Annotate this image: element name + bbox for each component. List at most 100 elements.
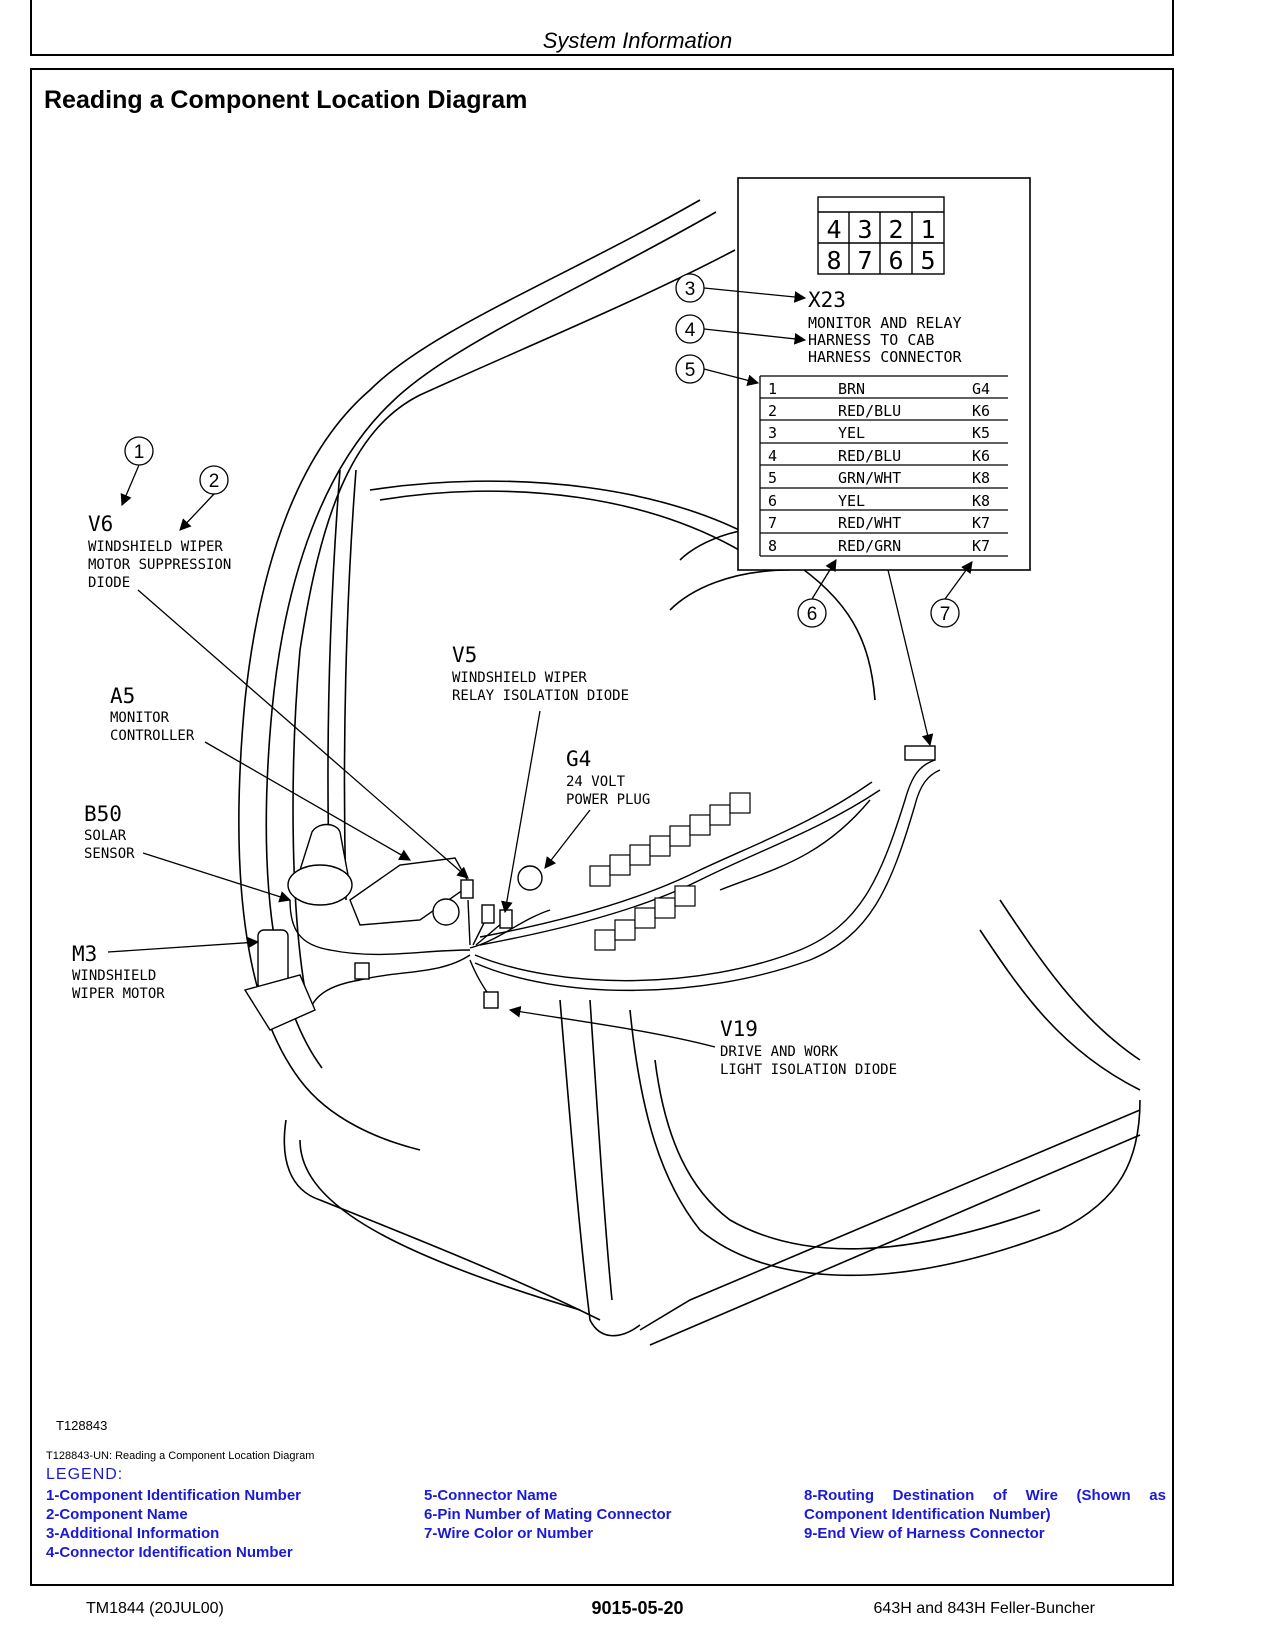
pin-number: 3 (768, 424, 777, 442)
callout-number: 4 (685, 320, 696, 341)
component-name-line: WINDSHIELD (72, 968, 156, 984)
footer-manual-id: TM1844 (20JUL00) (86, 1600, 224, 1617)
solar-sensor-base (287, 864, 353, 906)
legend-column-2: 5-Connector Name 6-Pin Number of Mating … (424, 1486, 804, 1562)
section-title: System Information (542, 28, 733, 53)
callout-number: 1 (134, 442, 145, 463)
pin-wire: RED/GRN (838, 537, 901, 555)
legend-item: 6-Pin Number of Mating Connector (424, 1506, 672, 1523)
component-name-line: RELAY ISOLATION DIODE (452, 688, 629, 704)
legend-column-1: 1-Component Identification Number 2-Comp… (46, 1486, 424, 1562)
component-id: V6 (88, 512, 113, 536)
connector-end-view (817, 196, 945, 275)
pin-dest: K7 (972, 514, 990, 532)
pin-dest: K8 (972, 469, 990, 487)
pin-label: 2 (888, 215, 903, 244)
callout-number: 2 (209, 471, 220, 492)
component-name-line: CONTROLLER (110, 728, 195, 744)
pin-wire: RED/BLU (838, 402, 901, 420)
v6-diode-shape (354, 962, 370, 980)
pin-number: 7 (768, 514, 777, 532)
connector-desc-line: MONITOR AND RELAY (808, 314, 962, 332)
component-name-line: WINDSHIELD WIPER (452, 670, 587, 686)
pin-number: 1 (768, 380, 777, 398)
component-id: B50 (84, 802, 122, 826)
callout-number: 3 (685, 279, 696, 300)
pin-wire: YEL (838, 424, 865, 442)
pin-number: 4 (768, 447, 777, 465)
pin-table: 1 BRN G4 2 RED/BLU K6 3 YEL K5 4 RED/BLU… (768, 380, 990, 555)
component-id: G4 (566, 747, 591, 771)
v5-diode-shape-a (460, 879, 474, 899)
footer-machine-model: 643H and 843H Feller-Buncher (873, 1600, 1095, 1617)
relay-bank-lower (594, 885, 696, 951)
pin-label: 8 (826, 246, 841, 275)
component-name-line: DIODE (88, 575, 130, 591)
pin-dest: K6 (972, 447, 990, 465)
legend-title: LEGEND: (46, 1466, 124, 1483)
callout-arrows (107, 287, 973, 1048)
legend-columns: 1-Component Identification Number 2-Comp… (46, 1486, 1166, 1562)
pin-number: 5 (768, 469, 777, 487)
pin-label: 5 (920, 246, 935, 275)
component-name-line: MONITOR (110, 710, 170, 726)
pin-table-grid (759, 375, 1008, 557)
footer-page-number: 9015-05-20 (591, 1598, 684, 1618)
callout-circles (124, 273, 960, 628)
component-id: V19 (720, 1017, 758, 1041)
pin-dest: K5 (972, 424, 990, 442)
gauge-shape (432, 898, 460, 926)
connector-description: MONITOR AND RELAY HARNESS TO CAB HARNESS… (808, 314, 962, 366)
v5-diode-shape-b (481, 904, 495, 924)
legend-item: 8-Routing Destination of Wire (Shown as … (804, 1487, 1166, 1523)
pin-label: 7 (857, 246, 872, 275)
pin-dest: K6 (972, 402, 990, 420)
header-frame (30, 0, 1174, 56)
component-name-line: SOLAR (84, 828, 127, 844)
component-name-line: WINDSHIELD WIPER (88, 539, 223, 555)
legend-column-3: 8-Routing Destination of Wire (Shown as … (804, 1486, 1166, 1562)
callout-number: 6 (807, 604, 818, 625)
component-id: A5 (110, 684, 135, 708)
legend-item: 9-End View of Harness Connector (804, 1525, 1045, 1542)
pin-label: 1 (920, 215, 935, 244)
figure-caption: T128843-UN: Reading a Component Location… (46, 1450, 315, 1462)
pin-label: 6 (888, 246, 903, 275)
component-name-line: 24 VOLT (566, 774, 626, 790)
pin-wire: RED/BLU (838, 447, 901, 465)
legend-item: 1-Component Identification Number (46, 1487, 301, 1504)
connector-pin-labels: 4 3 2 1 8 7 6 5 (826, 215, 935, 275)
legend-item: 5-Connector Name (424, 1487, 558, 1504)
legend-item: 3-Additional Information (46, 1525, 220, 1542)
component-name-line: WIPER MOTOR (72, 986, 165, 1002)
pin-wire: GRN/WHT (838, 469, 901, 487)
v19-diode-shape (483, 991, 499, 1009)
pin-wire: YEL (838, 492, 865, 510)
connector-name: X23 (808, 288, 846, 312)
connector-desc-line: HARNESS TO CAB (808, 331, 934, 349)
pin-dest: G4 (972, 380, 990, 398)
connector-desc-line: HARNESS CONNECTOR (808, 348, 962, 366)
wiper-motor-bracket (243, 974, 316, 1031)
relay-bank-upper (589, 792, 751, 887)
pin-number: 2 (768, 402, 777, 420)
content-frame (30, 68, 1174, 1586)
component-name-line: LIGHT ISOLATION DIODE (720, 1062, 897, 1078)
legend-item: 2-Component Name (46, 1506, 188, 1523)
component-name-line: MOTOR SUPPRESSION (88, 557, 231, 573)
pin-label: 3 (857, 215, 872, 244)
component-id: V5 (452, 643, 477, 667)
pin-number: 6 (768, 492, 777, 510)
legend: LEGEND: 1-Component Identification Numbe… (46, 1466, 1166, 1562)
pin-dest: K7 (972, 537, 990, 555)
end-connector-shape (904, 745, 936, 761)
pin-wire: BRN (838, 380, 865, 398)
pin-label: 4 (826, 215, 841, 244)
solar-sensor-shape (299, 823, 349, 876)
component-name-line: POWER PLUG (566, 792, 650, 808)
pin-number: 8 (768, 537, 777, 555)
component-name-line: SENSOR (84, 846, 135, 862)
page-title: Reading a Component Location Diagram (44, 86, 528, 114)
pin-wire: RED/WHT (838, 514, 901, 532)
